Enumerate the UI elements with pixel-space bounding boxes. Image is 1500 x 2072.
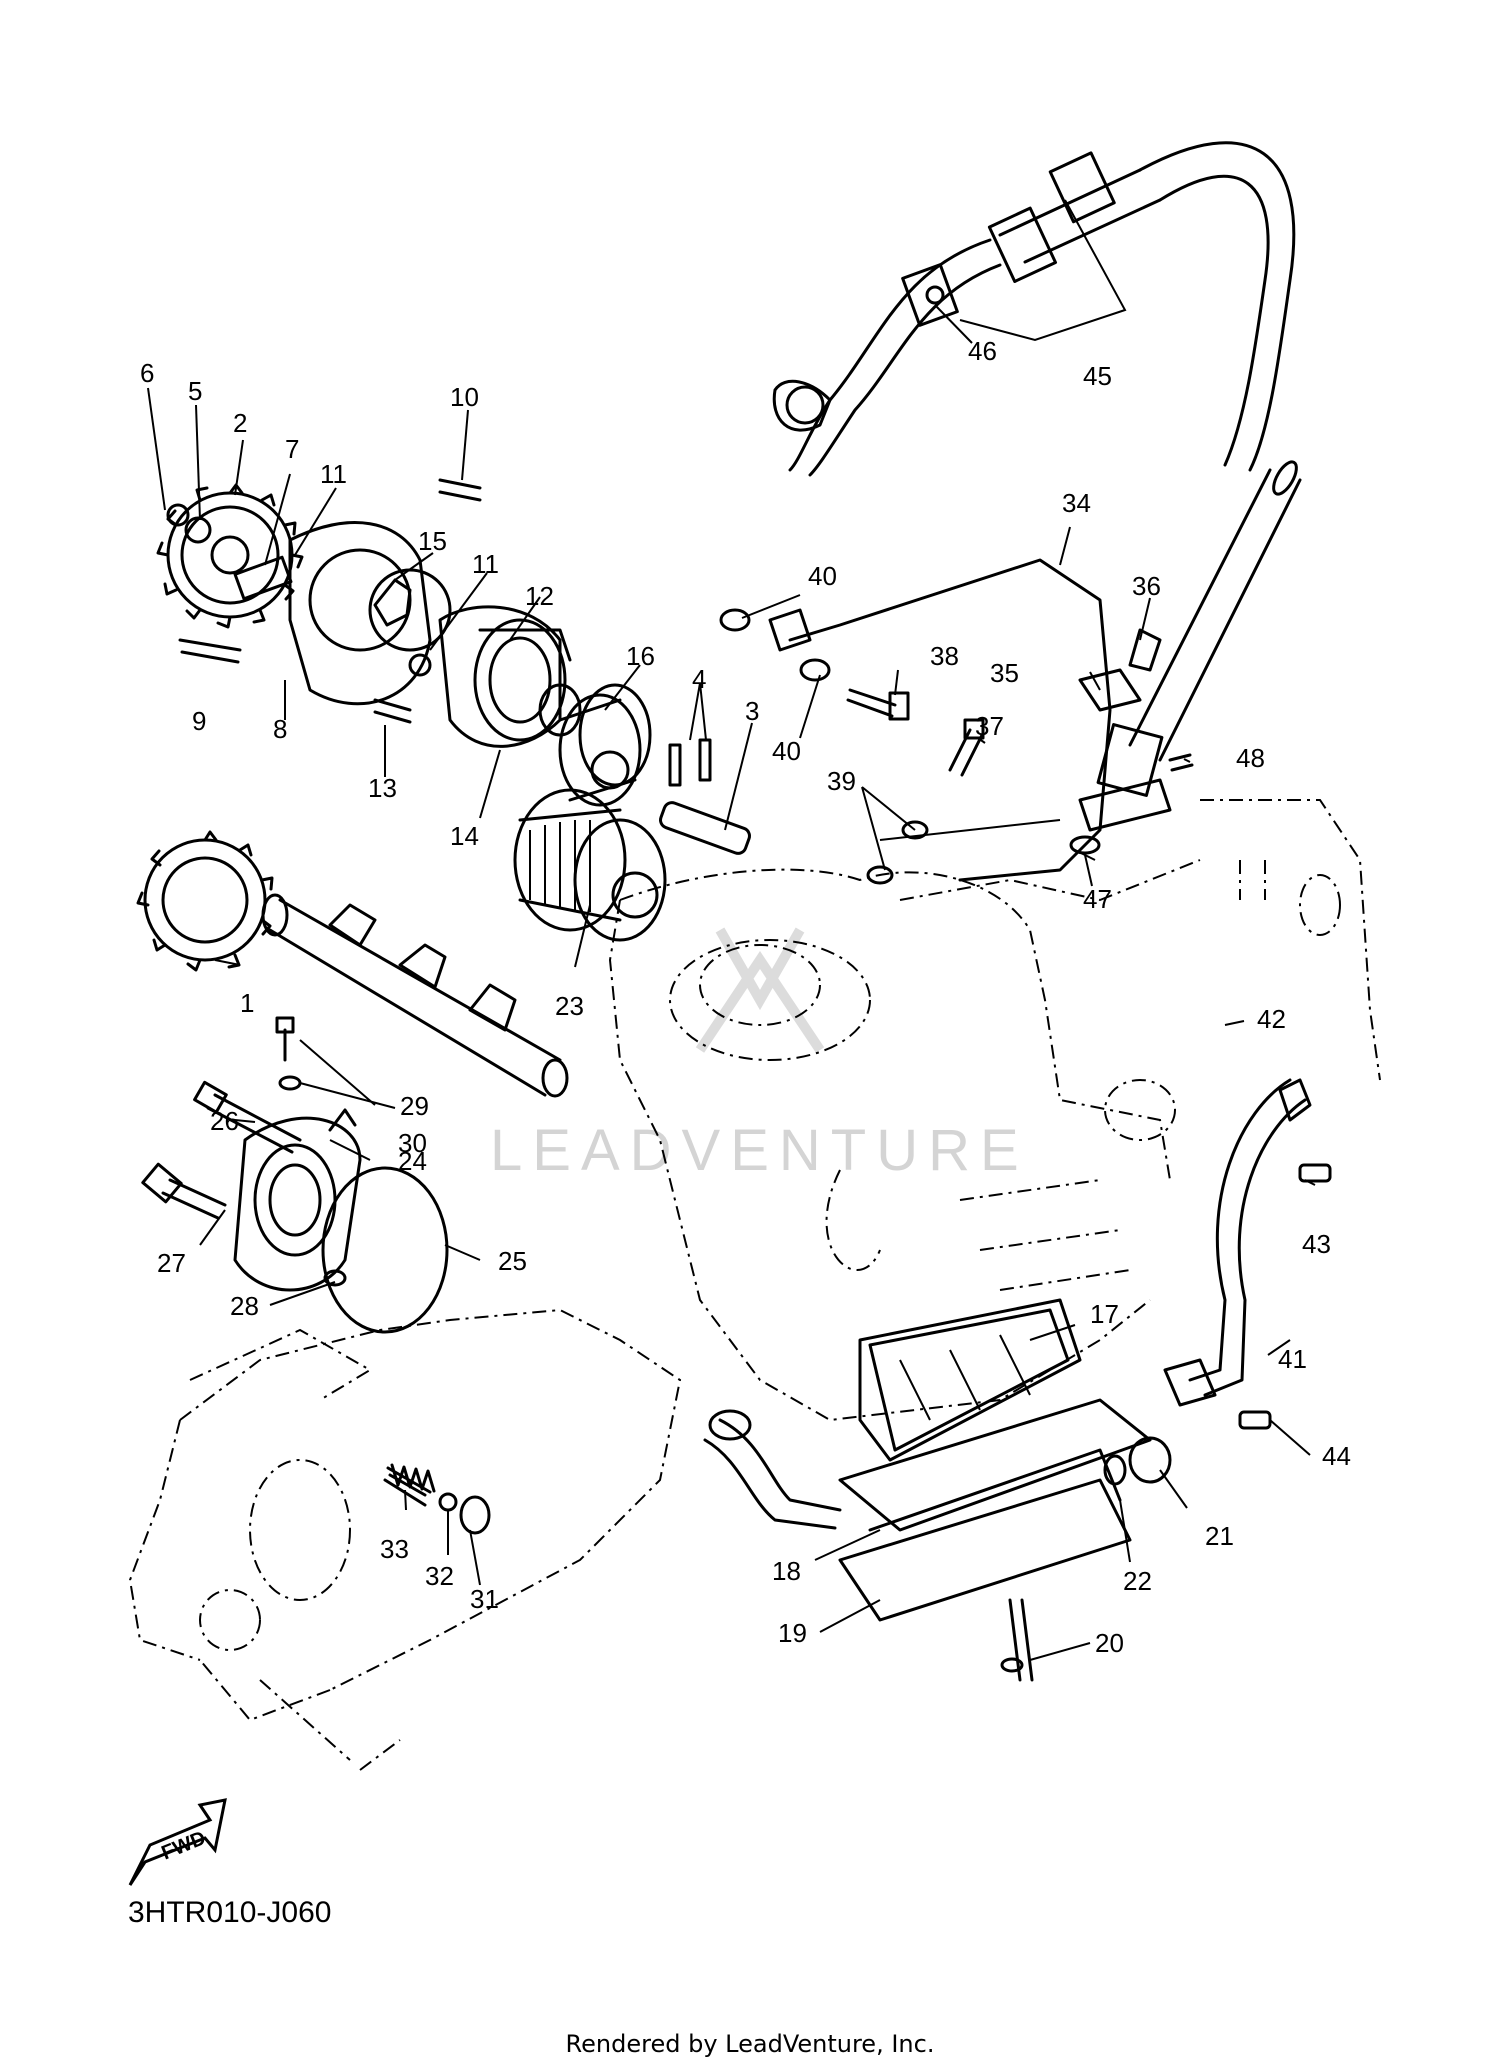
callout-labels: 1 2 3 4 5 6 7 8 9 10 11 11 12 13 14 15 1… [140,336,1351,1658]
callout-42: 42 [1257,1004,1286,1034]
callout-6: 6 [140,358,154,388]
callout-35: 35 [990,658,1019,688]
callout-3: 3 [745,696,759,726]
callout-2: 2 [233,408,247,438]
callout-40-top: 40 [808,561,837,591]
callout-37: 37 [975,711,1004,741]
oil-delivery-pipe-34 [719,558,1194,885]
callout-39: 39 [827,766,856,796]
callout-29: 29 [400,1091,429,1121]
callout-38: 38 [930,641,959,671]
callout-11: 11 [472,549,499,579]
camshaft-group [136,830,569,1098]
callout-10: 10 [450,382,479,412]
callout-47: 47 [1083,884,1112,914]
callout-15: 15 [418,526,447,556]
callout-46: 46 [968,336,997,366]
callout-4: 4 [692,664,706,694]
part-code: 3HTR010-J060 [128,1896,332,1929]
callout-13: 13 [368,773,397,803]
callout-45: 45 [1083,361,1112,391]
callout-14: 14 [450,821,479,851]
callout-7: 7 [285,434,299,464]
callout-43: 43 [1302,1229,1331,1259]
callout-16: 16 [626,641,655,671]
oil-pump-gear-group [156,478,582,748]
watermark: LEADVENTURE [490,1118,1029,1183]
callout-40: 40 [772,736,801,766]
bearing-housing-group [141,1016,449,1334]
callout-21: 21 [1205,1521,1234,1551]
callout-31: 31 [470,1584,499,1614]
fwd-arrow-icon: FWD [128,1798,227,1886]
engine-block-outline [608,799,1381,1422]
oil-hose-lower [1078,460,1302,832]
callout-32: 32 [425,1561,454,1591]
callout-1: 1 [240,988,254,1018]
callout-48: 48 [1236,743,1265,773]
callout-22: 22 [1123,1566,1152,1596]
render-credit: Rendered by LeadVenture, Inc. [565,2030,935,2058]
callout-41: 41 [1278,1344,1307,1374]
side-cover-outline [128,1308,682,1771]
callout-20: 20 [1095,1628,1124,1658]
callout-44: 44 [1322,1441,1351,1471]
callout-9: 9 [192,706,206,736]
callout-34: 34 [1062,488,1091,518]
relief-valve-parts [383,1463,491,1535]
callout-18: 18 [772,1556,801,1586]
callout-11-top: 11 [320,459,347,489]
callout-5: 5 [188,376,202,406]
leader-lines [147,199,1316,1661]
callout-30: 30 [398,1128,427,1158]
oil-hose-upper [772,141,1296,477]
callout-12: 12 [525,581,554,611]
callout-23: 23 [555,991,584,1021]
callout-36: 36 [1132,571,1161,601]
callout-26: 26 [210,1106,239,1136]
oil-pipe-41 [1163,1078,1332,1430]
callout-8: 8 [273,714,287,744]
watermark-logo [695,927,825,1053]
callout-19: 19 [778,1618,807,1648]
callout-17: 17 [1090,1299,1119,1329]
strainer-assembly [703,1298,1172,1682]
callout-27: 27 [157,1248,186,1278]
callout-25: 25 [498,1246,527,1276]
callout-24: 24 [398,1146,427,1176]
callout-28: 28 [230,1291,259,1321]
callout-33: 33 [380,1534,409,1564]
